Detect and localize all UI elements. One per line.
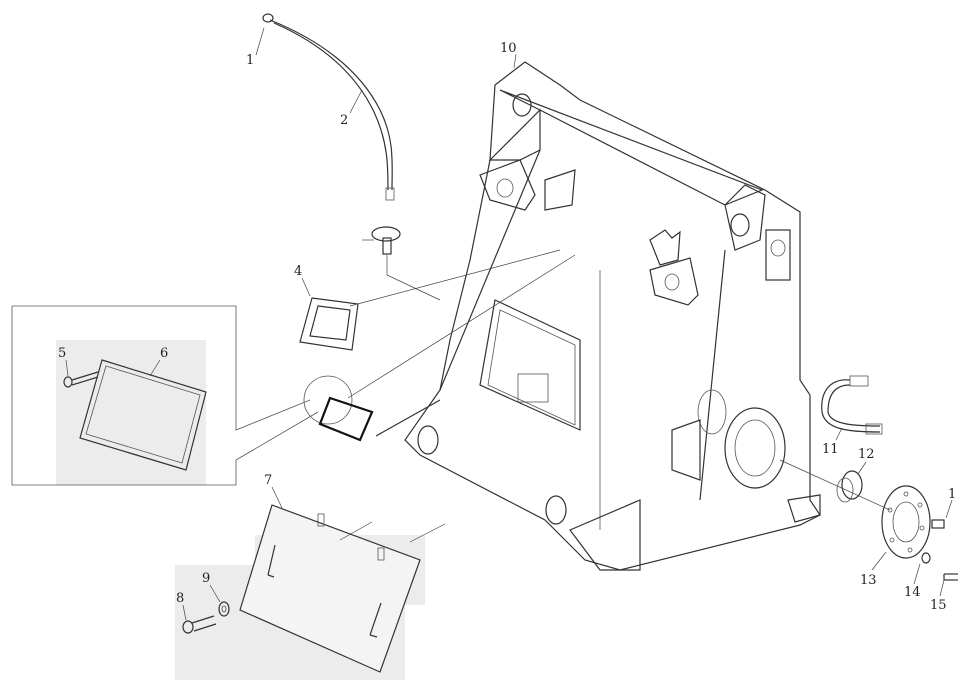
upper-left-bore (512, 93, 532, 117)
main-frame-10 (404, 61, 821, 571)
callout-11: 11 (822, 442, 839, 457)
gasket-plate-6 (79, 359, 207, 471)
screw-5 (63, 371, 99, 388)
cover-plate-7 (239, 504, 421, 673)
large-bore (724, 407, 786, 489)
lower-mid-eye (545, 495, 567, 525)
bolt-8 (182, 615, 217, 634)
callout-5: 5 (58, 346, 66, 361)
cover-plate-assembly (175, 504, 446, 680)
callout-8: 8 (176, 591, 184, 606)
callout-12: 12 (858, 447, 875, 462)
detail-circle-marker (303, 375, 353, 425)
callout-15: 15 (930, 598, 947, 613)
bolt-15 (943, 573, 958, 581)
upper-right-bore (730, 213, 750, 237)
callout-9: 9 (202, 571, 210, 586)
flange-13 (779, 459, 931, 559)
detail-inset (11, 305, 353, 486)
lower-left-eye (417, 425, 439, 455)
callout-7: 7 (264, 473, 272, 488)
callout-14: 14 (904, 585, 921, 600)
callout-4: 4 (294, 264, 302, 279)
callout-labels: 1 2 4 5 6 7 8 9 10 11 12 13 1 14 15 (58, 41, 956, 613)
callout-6: 6 (160, 346, 168, 361)
callout-2: 2 (340, 113, 348, 128)
washer-14 (921, 552, 931, 564)
seal-ring-4 (299, 249, 561, 351)
callout-10: 10 (500, 41, 517, 56)
callout-13: 13 (860, 573, 877, 588)
bushing-12 (836, 470, 863, 503)
washer-9 (218, 601, 230, 617)
callout-leaders (65, 27, 953, 621)
gasket-outline-marker (318, 254, 576, 442)
mount-bracket (517, 373, 549, 403)
callout-1-right: 1 (948, 487, 956, 502)
cable-assembly (262, 13, 441, 301)
hose-11 (821, 375, 883, 435)
side-block (765, 229, 791, 281)
bolt-1-right (931, 519, 945, 529)
callout-1-top: 1 (246, 53, 254, 68)
